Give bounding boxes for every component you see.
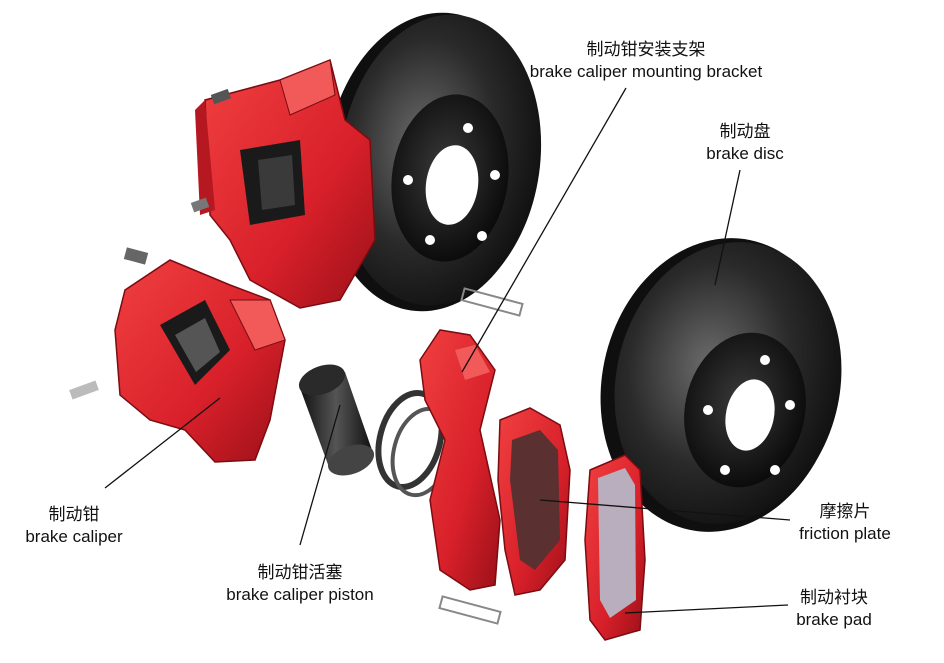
leader-brake-pad <box>624 604 789 614</box>
leader-mounting-bracket <box>461 87 627 373</box>
label-brake-pad: 制动衬块 brake pad <box>784 588 884 630</box>
label-friction-plate-en: friction plate <box>799 524 891 543</box>
label-brake-disc: 制动盘 brake disc <box>690 122 800 164</box>
label-brake-disc-en: brake disc <box>706 144 784 163</box>
friction-plate-part <box>497 407 571 596</box>
label-friction-plate-zh: 摩擦片 <box>819 502 871 522</box>
label-brake-caliper-en: brake caliper <box>25 527 123 546</box>
label-brake-pad-en: brake pad <box>796 610 872 629</box>
label-mounting-bracket-en: brake caliper mounting bracket <box>529 62 763 81</box>
label-mounting-bracket: 制动钳安装支架 brake caliper mounting bracket <box>515 40 777 82</box>
label-brake-caliper-zh: 制动钳 <box>48 505 100 525</box>
leader-lines <box>104 87 791 614</box>
label-friction-plate: 摩擦片 friction plate <box>785 502 905 544</box>
label-caliper-piston: 制动钳活塞 brake caliper piston <box>210 563 390 605</box>
label-brake-disc-zh: 制动盘 <box>719 122 771 142</box>
brake-disc-part <box>600 238 842 532</box>
brake-caliper-body <box>69 247 286 463</box>
leader-caliper-piston <box>299 404 341 546</box>
label-brake-caliper: 制动钳 brake caliper <box>14 505 134 547</box>
leader-friction-plate <box>539 499 791 521</box>
label-caliper-piston-en: brake caliper piston <box>226 585 374 604</box>
mounting-bracket-part <box>419 287 524 625</box>
leader-brake-caliper <box>104 397 221 489</box>
label-mounting-bracket-zh: 制动钳安装支架 <box>586 40 706 60</box>
label-caliper-piston-zh: 制动钳活塞 <box>257 563 343 583</box>
assembled-brake-disc <box>324 12 542 312</box>
leader-brake-disc <box>714 169 741 286</box>
label-brake-pad-zh: 制动衬块 <box>800 588 868 608</box>
assembled-caliper <box>190 58 376 309</box>
